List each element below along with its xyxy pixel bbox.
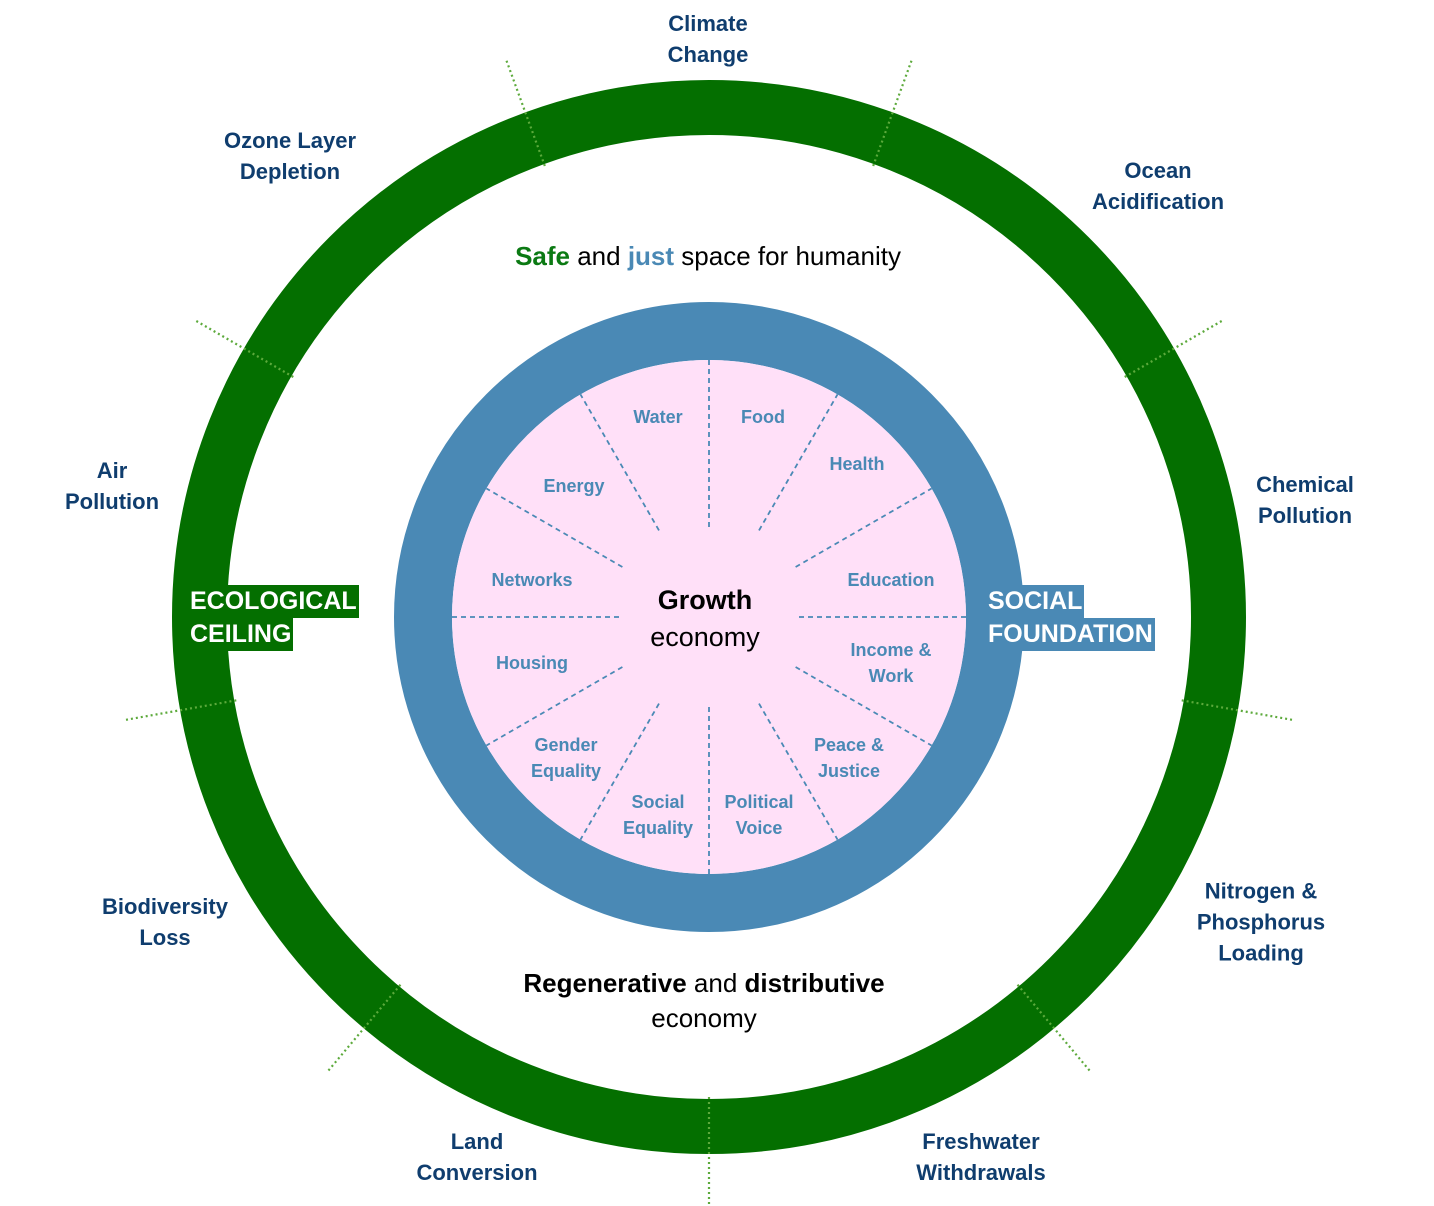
social-foundation-line2: FOUNDATION: [988, 618, 1155, 651]
core-fill: [452, 360, 966, 874]
safe-word: Safe: [515, 241, 570, 271]
dimension-divider: [485, 487, 623, 568]
regenerative-word: Regenerative: [523, 968, 687, 998]
boundary-label: Climate Change: [667, 11, 749, 67]
social-foundation-label: SOCIAL FOUNDATION: [988, 585, 1155, 651]
social-dimension-label: Health: [829, 454, 885, 474]
social-dimension-label: Income & Work: [850, 640, 932, 686]
dimension-divider: [795, 666, 933, 747]
social-dimension-label: Networks: [491, 570, 573, 590]
dimension-divider: [485, 666, 623, 747]
boundary-label: Nitrogen & Phosphorus Loading: [1196, 878, 1326, 966]
growth-word: Growth: [657, 585, 753, 615]
just-word: just: [627, 241, 675, 271]
social-dimension-label: Gender Equality: [530, 735, 602, 781]
dimension-divider: [579, 703, 660, 841]
social-dimension-label: Food: [741, 407, 785, 427]
boundary-label: Chemical Pollution: [1256, 472, 1354, 528]
dimension-divider: [758, 393, 839, 531]
boundary-divider: [325, 983, 402, 1074]
boundary-label: Freshwater Withdrawals: [916, 1129, 1046, 1185]
boundary-divider: [122, 699, 237, 722]
distributive-word: distributive: [744, 968, 885, 998]
and-word: and: [569, 241, 628, 271]
social-dimension-label: Social Equality: [622, 792, 694, 838]
social-dimension-label: Peace & Justice: [813, 735, 885, 781]
ecological-ceiling-line2: CEILING: [190, 618, 294, 651]
social-dimension-label: Energy: [543, 476, 605, 496]
boundary-label: Land Conversion: [416, 1129, 538, 1185]
ecological-ceiling-label: ECOLOGICAL CEILING: [190, 585, 359, 651]
social-dimension-label: Water: [633, 407, 683, 427]
boundary-label: Ozone Layer Depletion: [223, 128, 357, 184]
dimension-divider: [795, 487, 933, 568]
boundary-divider: [1016, 983, 1093, 1074]
social-dimension-label: Political Voice: [724, 792, 794, 838]
core-economy-word: economy: [650, 622, 760, 652]
boundary-divider: [193, 318, 294, 378]
title-rest: space for humanity: [674, 241, 901, 271]
economy-word: economy: [651, 1003, 757, 1033]
dimension-divider: [579, 393, 660, 531]
boundary-label: Biodiversity Loss: [102, 894, 228, 950]
safe-and-just-title: Safe and just space for humanity: [515, 241, 901, 272]
social-foundation-line1: SOCIAL: [988, 585, 1085, 618]
social-dimension-label: Education: [847, 570, 935, 590]
boundary-label: Ocean Acidification: [1091, 158, 1225, 214]
boundary-divider: [1181, 699, 1296, 722]
ecological-ceiling-line1: ECOLOGICAL: [190, 585, 359, 618]
regenerative-economy-title: Regenerative and distributive economy: [523, 966, 884, 1036]
boundary-divider: [504, 57, 546, 167]
boundary-divider: [872, 57, 914, 167]
boundary-label: Air Pollution: [64, 458, 160, 514]
social-dimension-label: Housing: [496, 653, 568, 673]
dimension-divider: [758, 703, 839, 841]
growth-economy-core: Growth economy: [650, 582, 760, 656]
and-word-2: and: [686, 968, 745, 998]
boundary-divider: [1124, 318, 1225, 378]
